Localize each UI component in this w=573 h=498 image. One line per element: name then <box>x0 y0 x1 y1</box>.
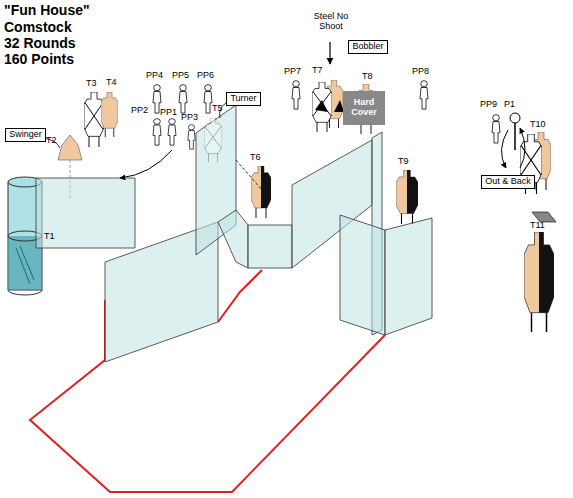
callout-label: T11 <box>530 221 545 231</box>
callout-label: T8 <box>362 72 373 82</box>
callout-label: PP1 <box>160 108 177 118</box>
callout-box: Out & Back <box>481 175 535 189</box>
no-shoot-figure <box>292 81 300 109</box>
callout-box: Swinger <box>5 128 46 142</box>
paper-target <box>524 232 554 332</box>
callout-label: P1 <box>504 100 515 110</box>
no-shoot-figure <box>153 85 161 113</box>
paper-target <box>251 166 271 218</box>
callout-label: T2 <box>46 136 57 146</box>
callout-label: PP2 <box>131 106 148 116</box>
callout-box: Turner <box>226 92 261 106</box>
callout-label: T4 <box>106 78 117 88</box>
callout-label: PP8 <box>412 67 429 77</box>
fault-line <box>30 300 385 492</box>
callout-label: PP5 <box>172 71 189 81</box>
callout-label: T9 <box>398 157 409 167</box>
node-text: Hard Cover <box>344 98 384 118</box>
node-text: Turner <box>230 94 256 104</box>
movement-arrow <box>120 150 172 178</box>
no-shoot-figure <box>204 85 212 113</box>
callout-label: T3 <box>86 79 97 89</box>
note-label: Steel No Shoot <box>303 12 359 32</box>
stage-info: 160 Points <box>4 52 74 67</box>
callout-label: T10 <box>530 120 546 130</box>
stage-info: 32 Rounds <box>4 36 76 51</box>
paper-target <box>101 92 118 137</box>
no-shoot-figure <box>188 125 195 150</box>
hard-cover <box>343 91 385 125</box>
no-shoot-figure <box>153 119 161 146</box>
pointer-arrow <box>329 42 330 64</box>
no-shoot-figure <box>179 85 187 113</box>
turner-target <box>204 118 222 162</box>
callout-label: T7 <box>312 66 323 76</box>
no-shoot-figure <box>420 81 428 109</box>
wall-panel <box>36 105 432 362</box>
no-shoot-figure <box>168 119 176 146</box>
stage-info: Comstock <box>4 20 72 35</box>
callout-label: T6 <box>250 153 261 163</box>
stage-title: "Fun House" <box>4 3 90 18</box>
callout-label: PP3 <box>181 113 198 123</box>
callout-box: Bobbler <box>348 40 388 54</box>
no-shoot-figure <box>492 115 500 143</box>
movement-arrow <box>520 128 525 168</box>
node-text: Swinger <box>9 130 42 140</box>
callout-label: T1 <box>44 232 55 242</box>
callout-label: PP4 <box>146 71 163 81</box>
cover-box: Hard Cover <box>343 91 385 125</box>
movement-arrow <box>501 130 508 168</box>
node-text: Out & Back <box>485 177 531 187</box>
callout-label: PP6 <box>197 71 214 81</box>
fault-line <box>218 270 262 322</box>
callout-label: T5 <box>212 104 223 114</box>
node-text: Bobbler <box>352 42 383 52</box>
callout-label: PP9 <box>480 100 497 110</box>
popper <box>510 113 520 150</box>
paper-target <box>396 170 418 224</box>
steel-popper <box>315 100 344 112</box>
callout-label: PP7 <box>284 67 301 77</box>
